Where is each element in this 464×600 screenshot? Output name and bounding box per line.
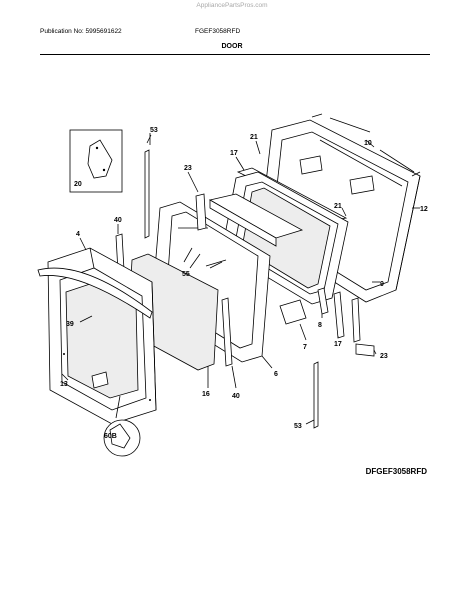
watermark-text: AppliancePartsPros.com: [196, 2, 268, 9]
callout-6: 6: [274, 371, 278, 378]
callout-23-lower: 23: [380, 353, 388, 360]
part-39-handle: [37, 267, 153, 319]
callout-23-upper: 23: [184, 165, 192, 172]
callout-21-lower: 21: [334, 203, 342, 210]
callout-13: 13: [60, 381, 68, 388]
callout-17-lower: 17: [334, 341, 342, 348]
callout-53-upper: 53: [150, 127, 158, 134]
part-55-clips: [183, 247, 223, 269]
part-23-hinges: [195, 193, 375, 357]
callout-20: 20: [74, 181, 82, 188]
callout-8: 8: [318, 322, 322, 329]
publication-number: Publication No: 5995691622: [40, 28, 122, 35]
callout-7: 7: [303, 344, 307, 351]
callout-55: 55: [182, 271, 190, 278]
leader-lines: [61, 133, 420, 425]
callout-60b: 60B: [104, 433, 117, 440]
inset-box-part-20: [69, 129, 123, 193]
part-13-outer-door: [47, 247, 157, 425]
callout-16: 16: [202, 391, 210, 398]
part-53-lower-strip: [313, 361, 319, 429]
part-60b-screw-detail: [103, 395, 141, 457]
callout-53-lower: 53: [294, 423, 302, 430]
part-40-brackets: [115, 233, 233, 367]
callout-40-lower: 40: [232, 393, 240, 400]
callout-21-upper: 21: [250, 134, 258, 141]
callout-12: 12: [420, 206, 428, 213]
header-rule: [40, 54, 430, 55]
callout-labels: 53 20 23 17 21 10 21 12 40 4 55 9 39 8 1…: [60, 127, 428, 440]
section-title: DOOR: [221, 43, 243, 50]
callout-39: 39: [66, 321, 74, 328]
part-53-upper-strip: [144, 134, 152, 239]
model-number: FGEF3058RFD: [195, 28, 241, 35]
callout-4: 4: [76, 231, 80, 238]
diagram-code: DFGEF3058RFD: [365, 467, 427, 476]
callout-40-upper: 40: [114, 217, 122, 224]
part-8-17-lower-trim: [317, 287, 345, 339]
part-7-insulation: [208, 193, 307, 325]
callout-17-upper: 17: [230, 150, 238, 157]
part-10-screws: [311, 113, 421, 177]
callout-10: 10: [364, 140, 372, 147]
callout-9: 9: [380, 281, 384, 288]
